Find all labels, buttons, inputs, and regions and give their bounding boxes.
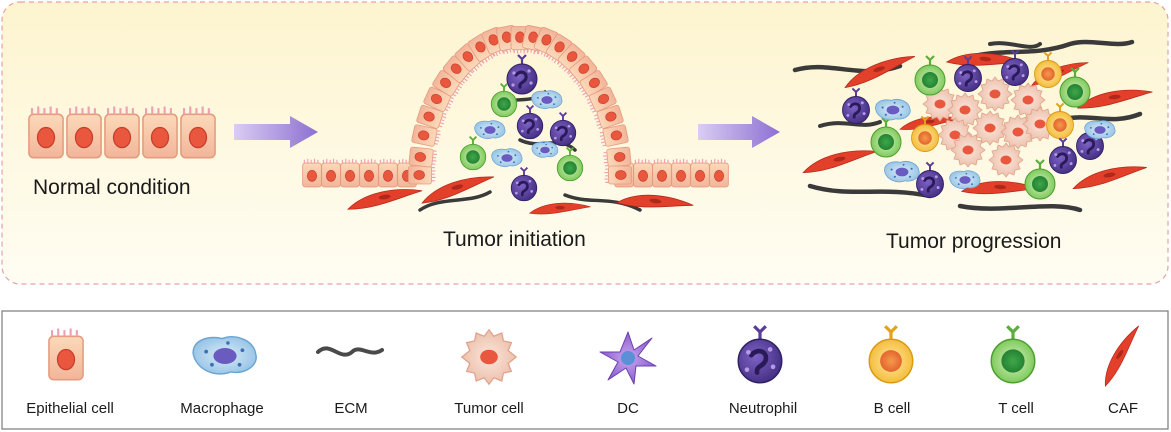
epithelial-cell bbox=[671, 158, 691, 188]
epithelial-cell bbox=[66, 106, 102, 159]
epithelial-cell bbox=[690, 158, 710, 188]
epithelial-cell bbox=[594, 104, 625, 130]
legend-box bbox=[1, 310, 1169, 430]
epithelial-cell bbox=[422, 85, 454, 113]
epithelial-cell bbox=[408, 165, 436, 185]
epithelial-cell bbox=[466, 32, 496, 64]
epithelial-cell bbox=[408, 146, 438, 168]
legend-label-macrophage: Macrophage bbox=[180, 400, 264, 417]
epithelial-cell bbox=[599, 123, 630, 148]
epithelial-cell-icon bbox=[48, 328, 84, 381]
epithelial-cell bbox=[652, 158, 672, 188]
macrophage-icon bbox=[192, 336, 257, 375]
epithelial-cell bbox=[415, 104, 447, 130]
epithelial-cell bbox=[321, 158, 341, 188]
tumor-progression-illustration bbox=[792, 39, 1154, 213]
legend-label-caf: CAF bbox=[1108, 400, 1138, 417]
dc-icon bbox=[599, 331, 657, 385]
epithelial-cell bbox=[359, 158, 379, 188]
normal-condition-label: Normal condition bbox=[33, 176, 191, 199]
epithelial-cell bbox=[28, 106, 64, 159]
epithelial-cell bbox=[567, 54, 599, 85]
epithelial-cell bbox=[604, 165, 632, 185]
tumor-progression-label: Tumor progression bbox=[886, 230, 1062, 253]
legend-label-b-cell: B cell bbox=[873, 400, 911, 417]
normal-epithelium bbox=[28, 106, 216, 159]
epithelial-cell bbox=[340, 158, 360, 188]
epithelial-cell bbox=[410, 123, 441, 148]
arrow-2 bbox=[698, 116, 780, 148]
legend-label-epithelial-cell: Epithelial cell bbox=[26, 400, 114, 417]
epithelial-cell bbox=[533, 26, 560, 58]
epithelial-cell bbox=[586, 85, 618, 113]
legend-label-ecm: ECM bbox=[334, 400, 368, 417]
epithelial-cell bbox=[556, 42, 587, 74]
legend-label-tumor-cell: Tumor cell bbox=[454, 400, 524, 417]
epithelial-cell bbox=[603, 146, 632, 168]
epithelial-cell bbox=[180, 106, 216, 159]
epithelial-cell bbox=[633, 158, 653, 188]
epithelial-cell bbox=[709, 158, 729, 188]
epithelial-cell bbox=[142, 106, 178, 159]
epithelial-cell bbox=[104, 106, 140, 159]
arrow-1 bbox=[234, 116, 318, 148]
epithelial-cell bbox=[431, 69, 464, 98]
tumor-initiation-label: Tumor initiation bbox=[443, 228, 586, 251]
epithelial-cell bbox=[378, 158, 398, 188]
legend-label-t-cell: T cell bbox=[998, 400, 1034, 417]
tumor-initiation-illustration bbox=[302, 24, 729, 215]
epithelial-cell bbox=[577, 69, 609, 98]
legend-label-dc: DC bbox=[617, 400, 639, 417]
legend-label-neutrophil: Neutrophil bbox=[728, 400, 798, 417]
epithelial-cell bbox=[302, 158, 322, 188]
epithelial-cell bbox=[521, 24, 545, 55]
epithelial-cell bbox=[441, 54, 474, 84]
ecm-icon bbox=[316, 346, 384, 357]
